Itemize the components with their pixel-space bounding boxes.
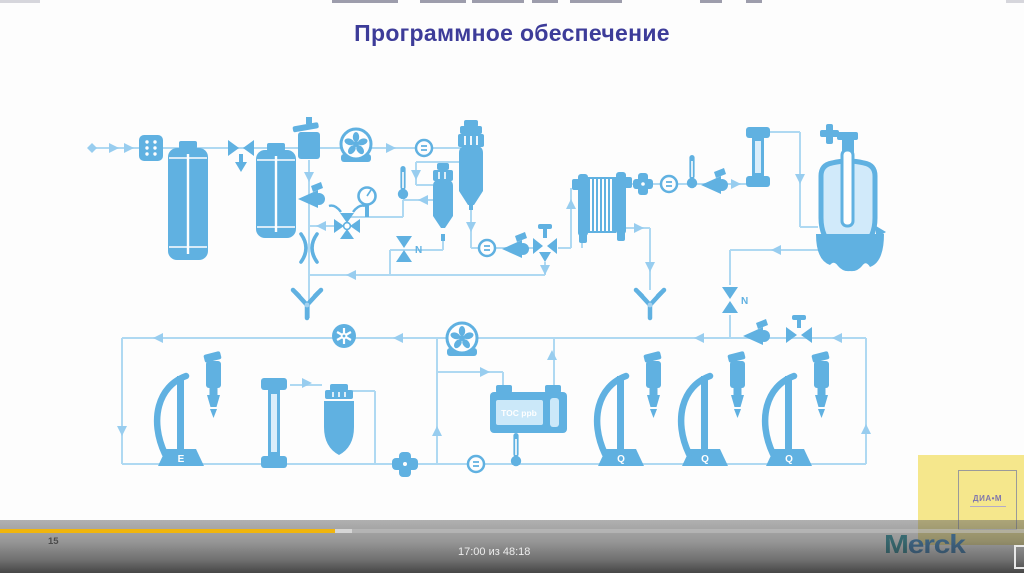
dispenser-label: Q [617,454,625,465]
pressure-regulator-icon [701,168,728,194]
slide-title: Программное обеспечение [354,20,670,46]
top-edge-artifact [570,0,622,3]
flowmeter-icon [746,127,770,187]
valve-label: N [741,296,748,307]
top-edge-artifact [746,0,762,3]
solenoid-valve-icon [292,117,320,159]
pretreatment-tank-1-icon [168,141,208,260]
dispenser-q-icon [765,351,830,466]
thermometer-icon [685,154,699,189]
toc-display-label: TOC ppb [501,408,537,418]
fullscreen-icon[interactable] [1014,545,1024,569]
edi-module-icon [572,172,632,243]
pretreatment-tank-2-icon [256,143,296,238]
dispenser-q-icon [681,351,746,466]
pressure-regulator-icon [743,319,770,345]
degasser-vessel-small-icon [433,163,453,241]
check-valve-icon [299,232,319,264]
progress-played [0,529,335,533]
thermometer-icon [509,432,523,468]
dispenser-label: Q [701,454,709,465]
top-edge-artifact [1006,0,1024,3]
progress-bar[interactable] [0,529,1024,533]
dispenser-q-icon [597,351,662,466]
time-display: 17:00 из 48:18 [458,546,531,558]
player-controls: 15 17:00 из 48:18 [0,520,1024,573]
blower-icon [332,324,356,348]
cross-fitting-icon [392,452,418,477]
conductivity-sensor-icon [477,238,497,258]
drain-funnel-icon [293,290,321,318]
top-edge-artifact [472,0,524,3]
diam-logo-subline [969,505,1006,507]
pressure-regulator-icon [502,232,529,258]
degasser-vessel-large-icon [458,120,484,210]
thermometer-icon [396,165,410,200]
flowmeter-icon [261,378,287,468]
top-edge-artifact [700,0,722,3]
feed-inlet-icon [87,143,97,153]
valve-label: N [415,245,422,256]
inlet-filter-icon [139,135,163,161]
pressure-gauge-icon [357,186,377,217]
top-edge-artifact [420,0,466,3]
top-edge-artifact [0,0,40,3]
union-fitting-icon [633,173,653,195]
loop-valve-icon [786,315,812,343]
top-edge-artifact [332,0,398,3]
cross-valve-icon [328,204,366,239]
drain-funnel-icon [636,290,664,318]
normally-closed-valve-icon [722,287,738,313]
pressure-regulator-icon [298,182,325,208]
feed-valve-icon [228,140,254,172]
top-edge-artifact [532,0,558,3]
conductivity-sensor-icon [414,138,434,158]
three-way-valve-icon [533,224,557,262]
conductivity-sensor-icon [659,174,679,194]
toc-monitor-icon: TOC ppb [490,385,567,433]
dispenser-label: E [178,454,185,465]
diam-logo-text: ДИА•М [972,493,1003,503]
conductivity-sensor-icon [466,454,486,474]
dispenser-label: Q [785,454,793,465]
recirculation-pump-icon [445,321,479,358]
slide-number: 15 [48,536,59,547]
storage-tank-icon [816,124,886,272]
feed-pump-icon [339,127,373,164]
filter-cartridge-icon [324,384,354,455]
dispenser-e-icon [157,351,222,466]
